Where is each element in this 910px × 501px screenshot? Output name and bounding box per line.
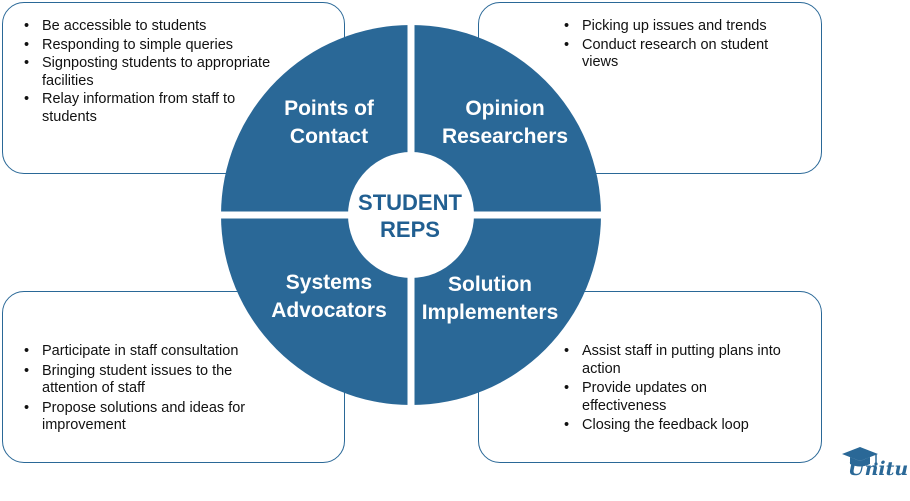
list-item: Bringing student issues to the attention… (21, 363, 271, 398)
list-solution-implementers: Assist staff in putting plans into actio… (561, 343, 791, 437)
center-circle (348, 152, 474, 278)
graduation-cap-icon (842, 447, 878, 467)
list-item: Assist staff in putting plans into actio… (561, 343, 791, 378)
quadrant-label-opinion-researchers: Opinion Researchers (441, 97, 569, 148)
quadrant-label-points-of-contact: Points of Contact (284, 97, 374, 148)
box-systems-advocators: Participate in staff consultation Bringi… (2, 291, 345, 463)
unitu-logo: Unitu (848, 458, 909, 480)
quadrant-label-systems-advocators: Systems Advocators (271, 271, 387, 322)
list-systems-advocators: Participate in staff consultation Bringi… (21, 343, 271, 437)
quadrant-label-solution-implementers: Solution Implementers (421, 273, 559, 324)
list-item: Conduct research on student views (561, 37, 791, 72)
list-item: Closing the feedback loop (561, 417, 791, 435)
list-item: Propose solutions and ideas for improvem… (21, 400, 271, 435)
list-opinion-researchers: Picking up issues and trends Conduct res… (561, 18, 791, 73)
center-label: STUDENT REPS (358, 190, 462, 242)
list-item: Responding to simple queries (21, 37, 271, 55)
list-item: Relay information from staff to students (21, 91, 271, 126)
list-item: Be accessible to students (21, 18, 271, 36)
list-item: Picking up issues and trends (561, 18, 791, 36)
list-item: Provide updates on effectiveness (561, 380, 791, 415)
list-item: Signposting students to appropriate faci… (21, 55, 271, 90)
list-item: Participate in staff consultation (21, 343, 271, 361)
list-points-of-contact: Be accessible to students Responding to … (21, 18, 271, 127)
